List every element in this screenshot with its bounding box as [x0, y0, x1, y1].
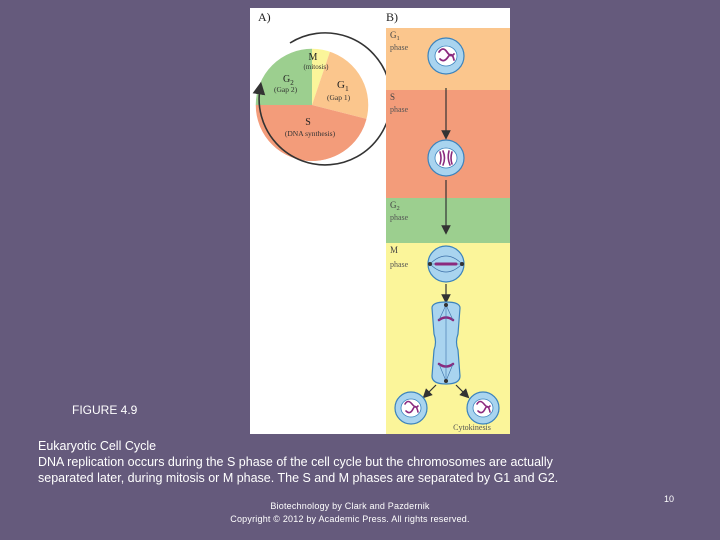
credits: Biotechnology by Clark and Pazdernik Cop…: [180, 500, 520, 526]
phase-sub-m: phase: [390, 260, 409, 269]
arrow-to-daughter-right: [455, 384, 470, 399]
sector-s-sub: (DNA synthesis): [285, 129, 336, 138]
sector-g1-label: G1: [337, 79, 349, 93]
figure-label: FIGURE 4.9: [72, 403, 138, 417]
sector-m-sub: (mitosis): [304, 63, 330, 71]
cytokinesis-label: Cytokinesis: [453, 423, 491, 432]
page-number: 10: [664, 494, 675, 504]
caption-title: Eukaryotic Cell Cycle: [38, 439, 157, 453]
panel-b-label: B): [386, 10, 398, 24]
sector-m-label: M: [309, 52, 318, 63]
cell-cycle-figure: A) M (mitosis) G2 (Gap 2) G1 (Gap 1) S (…: [250, 8, 510, 434]
phase-label-g2: G2: [390, 200, 400, 212]
sector-g2-label: G2: [283, 74, 294, 87]
cell-cycle-diagram: A) M (mitosis) G2 (Gap 2) G1 (Gap 1) S (…: [252, 10, 510, 434]
cell-metaphase: [427, 245, 465, 283]
caption-line-1: DNA replication occurs during the S phas…: [38, 455, 553, 469]
phase-label-s: S: [390, 92, 395, 102]
figure-caption: Eukaryotic Cell Cycle DNA replication oc…: [38, 438, 678, 486]
phase-label-m: M: [390, 245, 398, 255]
cell-cycle-pie: [254, 47, 370, 163]
panel-a-label: A): [258, 10, 271, 24]
caption-line-2: separated later, during mitosis or M pha…: [38, 471, 559, 485]
daughter-cell-right: [466, 391, 500, 425]
pie-sector-g2: [255, 48, 312, 105]
phase-label-g1: G1: [390, 30, 400, 42]
cell-anaphase: [431, 301, 461, 385]
cell-g1: [427, 37, 465, 75]
phase-sub-g2: phase: [390, 213, 409, 222]
credits-book: Biotechnology by Clark and Pazdernik: [270, 501, 430, 511]
phase-sub-g1: phase: [390, 43, 409, 52]
pie-sector-m: [312, 48, 331, 105]
phase-sub-s: phase: [390, 105, 409, 114]
daughter-cell-left: [394, 391, 428, 425]
sector-g1-sub: (Gap 1): [327, 93, 351, 102]
arrow-to-daughter-left: [422, 384, 437, 399]
pie-sector-s: [255, 105, 367, 162]
credits-copyright: Copyright © 2012 by Academic Press. All …: [230, 514, 470, 524]
cycle-arrow: [252, 32, 392, 166]
phase-band-g2: [386, 198, 510, 243]
sector-s-label: S: [305, 117, 311, 128]
sector-g2-sub: (Gap 2): [274, 85, 298, 94]
cell-s: [427, 139, 465, 177]
